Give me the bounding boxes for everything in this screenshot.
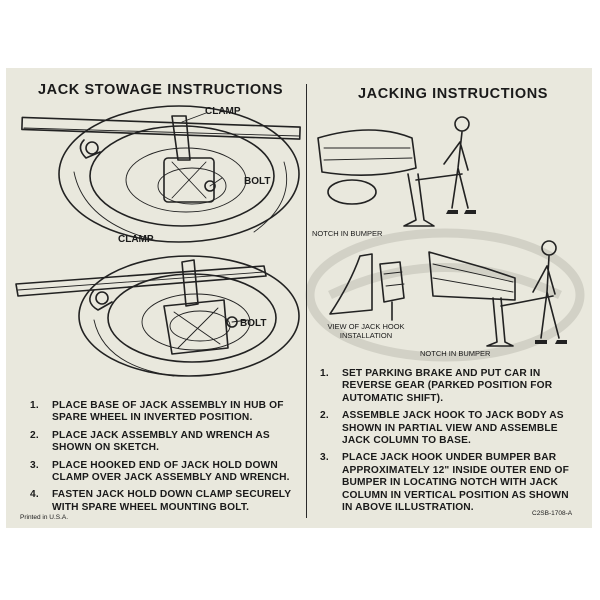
stowage-title: JACK STOWAGE INSTRUCTIONS bbox=[38, 82, 284, 98]
spare-wheel-illustration-bottom bbox=[15, 255, 300, 377]
bolt-label-bottom: BOLT bbox=[240, 318, 267, 329]
jacking-illustration-top bbox=[317, 116, 476, 227]
stowage-step: 1.PLACE BASE OF JACK ASSEMBLY IN HUB OF … bbox=[30, 400, 284, 424]
jacking-step: 2.ASSEMBLE JACK HOOK TO JACK BODY AS SHO… bbox=[320, 410, 564, 447]
notch-label-top: NOTCH IN BUMPER bbox=[312, 229, 383, 238]
stowage-step: 3.PLACE HOOKED END OF JACK HOLD DOWN CLA… bbox=[30, 459, 290, 484]
jack-hook-detail bbox=[329, 253, 405, 321]
stowage-step: 2.PLACE JACK ASSEMBLY AND WRENCH AS SHOW… bbox=[30, 429, 270, 454]
part-number-label: C2SB-1708-A bbox=[532, 510, 573, 517]
jacking-title: JACKING INSTRUCTIONS bbox=[358, 86, 549, 102]
column-divider bbox=[306, 84, 307, 518]
printed-in-label: Printed in U.S.A. bbox=[20, 514, 69, 521]
stowage-step: 4.FASTEN JACK HOLD DOWN CLAMP SECURELY W… bbox=[30, 489, 291, 513]
clamp-label-top: CLAMP bbox=[205, 106, 241, 117]
clamp-label-bottom: CLAMP bbox=[118, 234, 154, 245]
notch-label-bottom: NOTCH IN BUMPER bbox=[420, 349, 491, 358]
watermark-logo bbox=[305, 228, 585, 362]
jacking-steps-list: 1.SET PARKING BRAKE AND PUT CAR IN REVER… bbox=[320, 368, 582, 519]
jacking-step: 1.SET PARKING BRAKE AND PUT CAR IN REVER… bbox=[320, 368, 553, 404]
clamp-leader-top bbox=[181, 112, 207, 123]
jack-hook-view-label: VIEW OF JACK HOOK INSTALLATION bbox=[327, 322, 405, 340]
spare-wheel-illustration-top bbox=[21, 105, 301, 243]
jacking-illustration-bottom bbox=[428, 240, 567, 347]
jacking-step: 3.PLACE JACK HOOK UNDER BUMPER BAR APPRO… bbox=[320, 452, 569, 514]
stowage-steps-list: 1.PLACE BASE OF JACK ASSEMBLY IN HUB OF … bbox=[30, 400, 298, 519]
bolt-label-top: BOLT bbox=[244, 176, 271, 187]
instruction-decal bbox=[6, 68, 592, 528]
